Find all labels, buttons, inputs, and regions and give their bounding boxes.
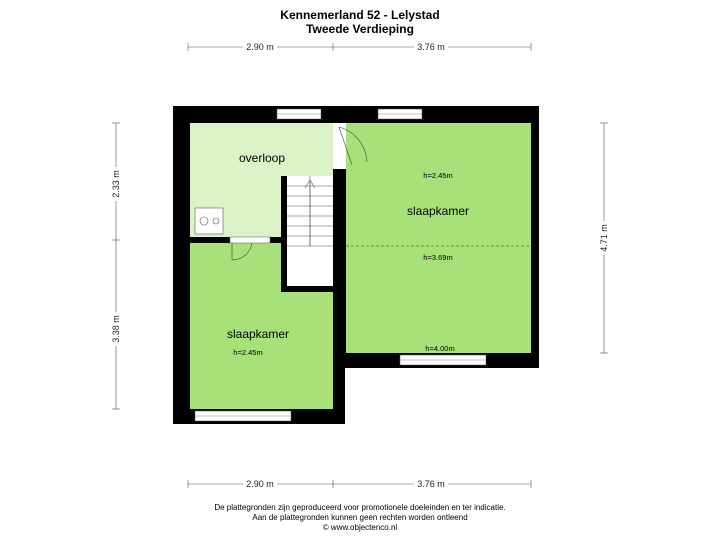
appliance-icon [199,216,209,226]
room-label-bedroom-right: slaapkamer [407,204,469,218]
disclaimer-line: De plattegronden zijn geproduceerd voor … [214,503,506,512]
disclaimer: De plattegronden zijn geproduceerd voor … [0,503,720,533]
ceiling-height-label: h=2.45m [423,171,452,180]
disclaimer-line: Aan de plattegronden kunnen geen rechten… [252,513,468,522]
dimension-right: 4.71 m [599,224,609,252]
stair-treads [287,176,333,247]
room-label-landing: overloop [239,151,285,165]
dimension-bottom-left: 2.90 m [246,479,274,489]
door-left-bedroom [229,236,271,244]
dimension-left-lower: 3.38 m [111,315,121,343]
appliance-icon [212,217,220,225]
ceiling-height-label: h=2.45m [233,348,262,357]
room-label-bedroom-left: slaapkamer [227,327,289,341]
dimension-top-right: 3.76 m [417,42,445,52]
door-opening-right [333,123,346,169]
appliance-block [194,207,224,235]
door-swing-left [231,242,253,261]
dimension-left-upper: 2.33 m [111,170,121,198]
floor-name: Tweede Verdieping [306,22,414,36]
copyright-link[interactable]: © www.objectenco.nl [322,523,398,532]
plan-address: Kennemerland 52 - Lelystad [280,8,440,22]
dimension-bottom-right: 3.76 m [417,479,445,489]
ceiling-height-label: h=4.00m [425,344,454,353]
dimension-top-left: 2.90 m [246,42,274,52]
door-swing-right [338,126,368,166]
ceiling-height-label: h=3.69m [423,253,452,262]
bedroom-right-floor [346,123,531,353]
